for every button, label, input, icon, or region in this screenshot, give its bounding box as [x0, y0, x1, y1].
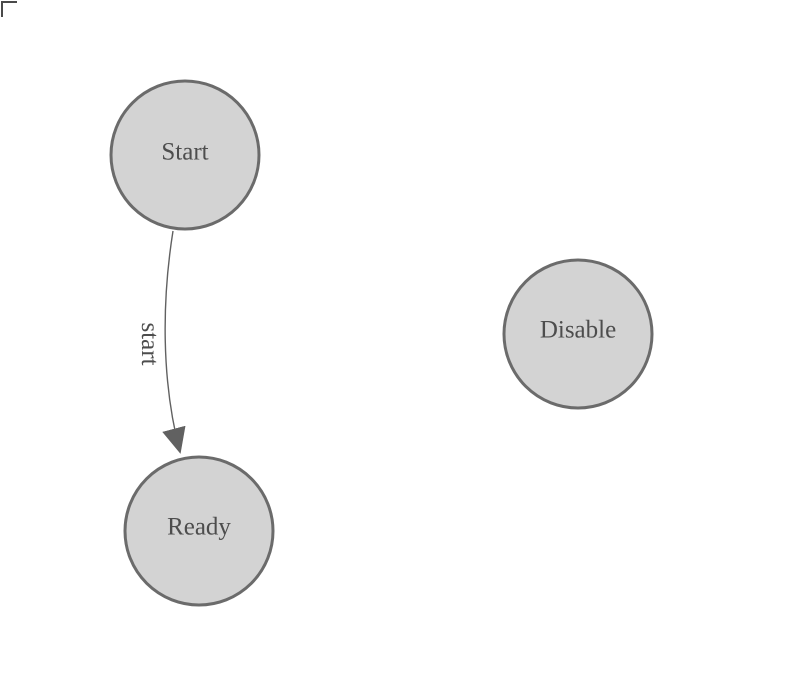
state-node-ready[interactable]: Ready: [123, 455, 275, 607]
paper-corner-mark: [1, 1, 17, 17]
transition-edge-start-ready[interactable]: start: [136, 230, 186, 454]
state-node-start[interactable]: Start: [109, 79, 261, 231]
transition-path[interactable]: [162, 230, 186, 454]
state-node-start-circle[interactable]: [109, 79, 261, 231]
state-node-disable-circle[interactable]: [502, 258, 654, 410]
state-node-start-label: Start: [161, 139, 208, 166]
state-node-disable-label: Disable: [540, 317, 616, 344]
state-node-ready-label: Ready: [167, 514, 231, 541]
state-node-ready-circle[interactable]: [123, 455, 275, 607]
transition-label: start: [136, 322, 163, 365]
state-node-disable[interactable]: Disable: [502, 258, 654, 410]
